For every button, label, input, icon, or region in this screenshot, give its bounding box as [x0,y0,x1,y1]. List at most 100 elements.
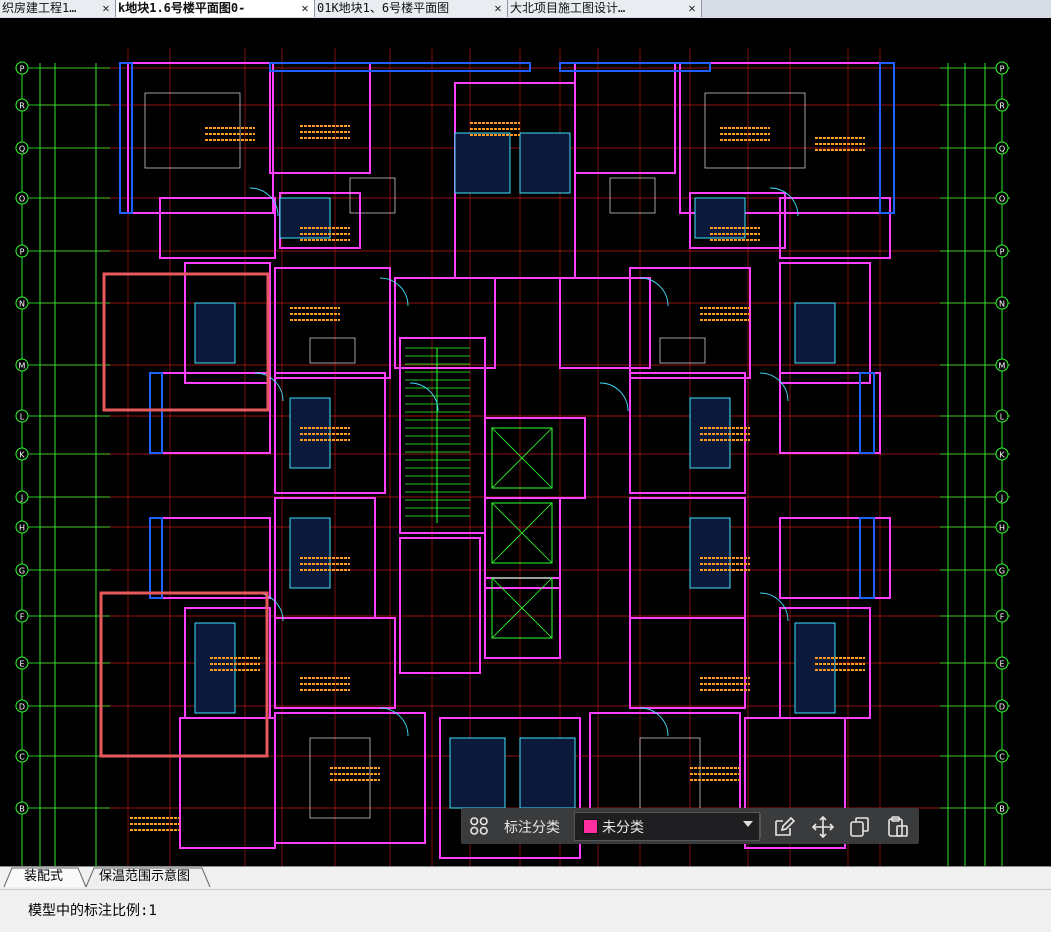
axis-label: J [20,494,23,503]
annotation-scale-status: 模型中的标注比例:1 [28,903,157,919]
document-tab-label: k地块1.6号楼平面图0- [118,1,246,15]
axis-label: P [20,65,25,74]
wall-outline [274,617,396,709]
axis-label: F [1000,613,1005,622]
wall-outline [779,372,881,454]
door-swing [639,277,669,307]
bathroom-hatch [454,132,511,194]
wall-outline [149,517,271,599]
door-swing [409,382,439,412]
bathroom-hatch [194,302,236,364]
layout-tab-bar: 装配式 保温范围示意图 [0,866,1051,889]
axis-label: D [19,703,25,712]
window-frame [149,517,163,599]
wall-outline [779,517,891,599]
wall-outline [159,197,276,259]
axis-label: L [20,413,25,422]
wall-outline [184,262,271,384]
axis-label: B [19,805,25,814]
axis-bubble [995,447,1009,461]
axis-bubble [995,61,1009,75]
annotation-toolbar: 标注分类 未分类 [461,808,919,844]
furniture [639,737,701,819]
bathroom-hatch [519,737,576,809]
fixtures [130,92,865,831]
wall-outline [127,62,274,214]
axis-label: G [19,567,25,576]
close-icon[interactable]: ✕ [301,1,309,15]
annotation-category-select[interactable]: 未分类 [574,812,760,841]
axis-bubble [995,98,1009,112]
axis-bubble [15,141,29,155]
wall-outline [274,712,426,844]
axis-label: Q [999,145,1005,154]
axis-label: M [999,362,1006,371]
axis-label: Q [19,145,25,154]
edit-icon[interactable] [773,816,796,836]
axis-label: R [999,102,1005,111]
axis-bubble [995,244,1009,258]
furniture [349,177,396,214]
move-icon[interactable] [811,815,835,839]
copy-icon[interactable] [849,816,869,837]
door-swing [639,707,669,737]
close-icon[interactable]: ✕ [688,1,696,15]
bathroom-hatch [689,397,731,469]
wall-outline [629,617,746,709]
axis-bubble [995,656,1009,670]
layout-tab-assembly[interactable]: 装配式 [24,869,64,884]
axis-bubble [15,191,29,205]
wall-outline [394,277,496,369]
building-walls [119,62,895,859]
axis-label: G [999,567,1005,576]
grid-icon[interactable] [469,816,489,836]
bathroom-hatch [194,622,236,714]
axis-label: N [999,300,1005,309]
axis-label: K [999,451,1005,460]
close-icon[interactable]: ✕ [494,1,502,15]
document-tab-label: 大北项目施工图设计… [510,1,626,15]
wall-outline [439,717,581,859]
axis-bubble [995,609,1009,623]
window-frame [149,372,163,454]
axis-label: C [19,753,25,762]
highlight-box [102,272,270,412]
layout-tab-insulation[interactable]: 保温范围示意图 [99,869,191,884]
axis-label: F [20,613,25,622]
document-tab-0[interactable]: 织房建工程1… ✕ [0,0,116,17]
furniture [659,337,706,364]
bathroom-hatch [289,517,331,589]
axis-label: L [1000,413,1005,422]
document-tab-2[interactable]: 01K地块1、6号楼平面图 ✕ [315,0,508,17]
document-tab-3[interactable]: 大北项目施工图设计… ✕ [508,0,702,17]
axis-label: P [1000,248,1005,257]
door-swing [254,372,284,402]
furniture [609,177,656,214]
wall-outline [779,197,891,259]
wall-outline [689,192,786,249]
bathroom-hatch [694,197,746,239]
close-icon[interactable]: ✕ [102,1,110,15]
wall-outline [269,62,371,174]
bathroom-hatch [449,737,506,809]
document-tab-label: 01K地块1、6号楼平面图 [317,1,450,15]
bathroom-hatch [279,197,331,239]
selected-category: 未分类 [602,820,644,836]
window-frame [269,62,531,72]
wall-outline [574,62,676,174]
document-tab-1[interactable]: k地块1.6号楼平面图0- ✕ [116,0,315,17]
wall-outline [274,372,386,494]
wall-outline [484,417,586,499]
axis-label: P [1000,65,1005,74]
door-swing [759,372,789,402]
dimension-lines [18,63,1010,866]
bathroom-hatch [794,302,836,364]
paste-icon[interactable] [887,816,908,837]
axis-bubble [15,749,29,763]
axis-bubble [995,296,1009,310]
window-frame [119,62,133,214]
furniture [144,92,241,169]
axis-bubble [995,358,1009,372]
